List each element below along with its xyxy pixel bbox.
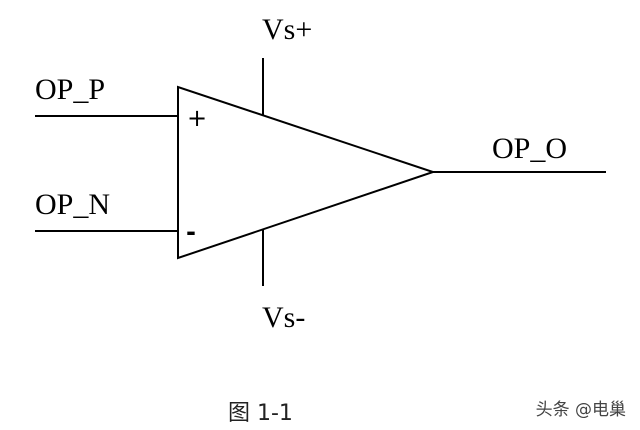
op-amp-triangle bbox=[177, 85, 437, 260]
op-o-label: OP_O bbox=[492, 132, 568, 165]
vs-plus-label: Vs+ bbox=[262, 13, 313, 46]
op-p-label: OP_P bbox=[35, 73, 106, 106]
watermark: 头条 @电巢 bbox=[535, 400, 626, 420]
figure-caption: 图 1-1 bbox=[228, 401, 293, 426]
vs-minus-label: Vs- bbox=[262, 301, 306, 334]
minus-sign: - bbox=[186, 218, 196, 246]
op-n-label: OP_N bbox=[35, 188, 111, 221]
plus-sign: + bbox=[187, 104, 208, 132]
